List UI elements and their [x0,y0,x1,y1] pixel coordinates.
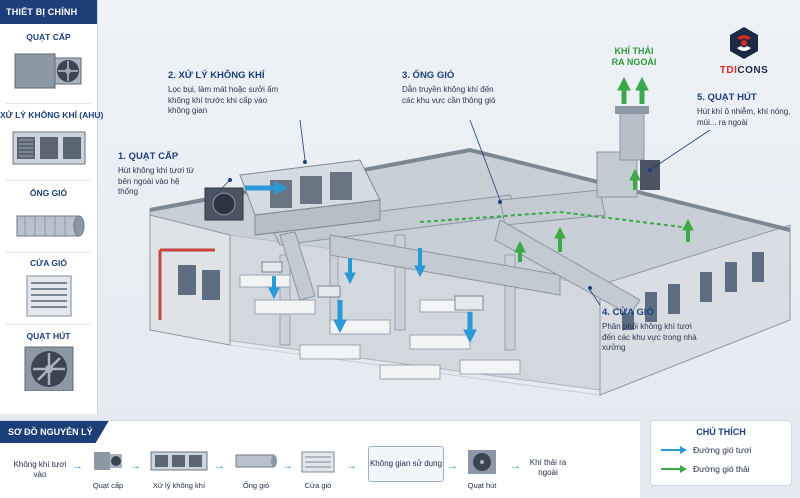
flow-arrow-icon: → [72,460,83,472]
logo-wordmark: TDICONS [704,65,784,76]
equipment-duct: ỐNG GIÓ [0,188,97,253]
step-exhaust-fan: 5. QUẠT HÚT Hút khí ô nhiễm, khí nóng, m… [697,92,793,128]
duct-icon [16,215,84,237]
flow-start: Không khí tươi vào [13,460,67,479]
flow-arrow-icon: → [130,460,141,472]
step-description: Phân phối không khí tươi đến các khu vực… [602,322,697,353]
equipment-label: QUẠT CẤP [26,32,71,42]
step-title: 2. XỬ LÝ KHÔNG KHÍ [168,70,265,81]
green-arrow-icon [661,465,687,473]
flow-ahu-icon [150,451,208,471]
rooftop-exhaust-stack [596,106,660,198]
step-description: Hút không khí tươi từ bên ngoài vào hệ t… [118,166,194,197]
step-title: 5. QUẠT HÚT [697,92,757,103]
exhaust-label-line2: RA NGOÀI [611,57,657,68]
step-title: 4. CỬA GIÓ [602,307,654,318]
equipment-supply-fan: QUẠT CẤP [0,32,97,97]
flow-arrow-icon: → [346,460,357,472]
flow-duct-icon [235,454,277,468]
exhaust-label-line1: KHÍ THẢI [614,46,654,56]
rooftop-ahu [239,159,381,236]
equipment-grille: CỬA GIÓ [0,258,97,323]
flow-supply-fan-icon [94,452,122,470]
schema-title: SƠ ĐỒ NGUYÊN LÝ [0,421,109,443]
step-description: Hút khí ô nhiễm, khí nóng, mùi... ra ngo… [697,107,791,127]
legend-item-exhaust-air: Đường gió thải [661,464,750,474]
flow-grille-icon [301,451,335,473]
step-supply-fan: 1. QUẠT CẤP Hút không khí tươi từ bên ng… [118,151,200,198]
flow-arrow-icon: → [282,460,293,472]
logo-prefix: TDI [719,65,738,76]
factory-cutaway-illustration [149,76,792,396]
flow-end: Khí thải ra ngoài [529,458,567,477]
step-description: Dẫn truyền không khí đến các khu vực cần… [402,85,496,105]
supply-fan-icon [14,53,81,89]
blue-arrow-icon [661,446,687,454]
rooftop-supply-fan [204,187,244,221]
grille-icon [26,275,71,317]
equipment-exhaust-fan: QUẠT HÚT [0,331,97,396]
step-air-handling: 2. XỬ LÝ KHÔNG KHÍ Lọc bụi, làm mát hoặc… [168,70,288,117]
step-description: Lọc bụi, làm mát hoặc sưởi ấm không khí … [168,85,279,116]
flow-label: Quạt hút [467,481,497,490]
legend-label: Đường gió thải [693,464,750,474]
flow-label: Xử lý không khí [152,481,206,490]
flow-exhaust-fan-icon [468,450,496,474]
step-grille: 4. CỬA GIÓ Phân phối không khí tươi đến … [602,307,702,354]
flow-label: Quạt cấp [92,481,124,490]
equipment-label: CỬA GIÓ [30,258,67,268]
exhaust-out-label: KHÍ THẢI RA NGOÀI [606,46,662,69]
legend: CHÚ THÍCH Đường gió tươi Đường gió thải [650,420,792,486]
legend-item-fresh-air: Đường gió tươi [661,445,751,455]
brand-logo: TDICONS [704,26,784,76]
tdicons-logo-icon [730,27,758,59]
equipment-label: ỐNG GIÓ [29,188,68,198]
flow-arrow-icon: → [510,460,521,472]
flow-label: Ống gió [242,481,270,490]
step-title: 1. QUẠT CẤP [118,151,179,162]
logo-suffix: CONS [737,65,769,76]
equipment-label: QUẠT HÚT [26,331,71,341]
flow-arrow-icon: → [447,460,458,472]
legend-title: CHÚ THÍCH [696,427,746,437]
equipment-ahu: XỬ LÝ KHÔNG KHÍ (AHU) [0,110,104,175]
ahu-icon [12,131,85,165]
flow-usage-space: Không gian sử dụng [368,446,444,482]
equipment-label: XỬ LÝ KHÔNG KHÍ (AHU) [0,110,104,120]
legend-label: Đường gió tươi [693,445,752,455]
step-title: 3. ỐNG GIÓ [402,70,455,81]
flow-arrow-icon: → [214,460,225,472]
step-duct: 3. ỐNG GIÓ Dẫn truyền không khí đến các … [402,70,498,106]
panel-title: THIẾT BỊ CHÍNH [0,0,97,24]
flow-label: Cửa gió [304,481,332,490]
exhaust-fan-icon [24,346,73,392]
equipment-panel: THIẾT BỊ CHÍNH QUẠT CẤP XỬ LÝ KHÔNG KHÍ … [0,0,104,414]
